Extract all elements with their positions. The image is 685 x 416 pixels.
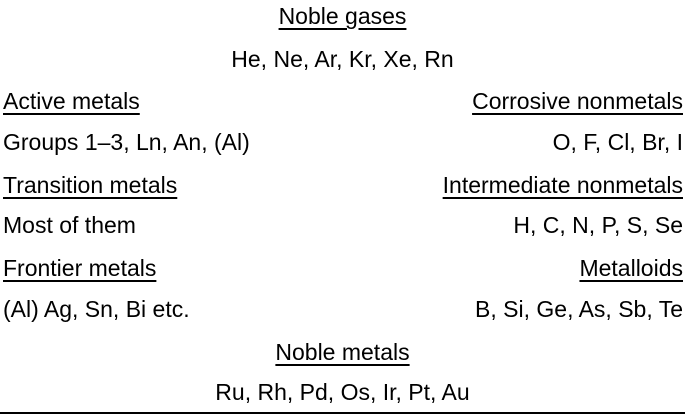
transition-metals-heading: Transition metals (3, 172, 178, 198)
frontier-metals-heading: Frontier metals (3, 255, 157, 281)
active-metals-members: Groups 1–3, Ln, An, (Al) (3, 129, 250, 155)
transition-metals-members: Most of them (3, 212, 136, 238)
noble-gases-members: He, Ne, Ar, Kr, Xe, Rn (231, 46, 454, 72)
corrosive-nonmetals-heading: Corrosive nonmetals (472, 88, 683, 114)
bottom-rule (0, 412, 685, 414)
metalloids-heading: Metalloids (579, 255, 683, 281)
noble-gases-heading: Noble gases (278, 3, 407, 29)
active-metals-heading: Active metals (3, 88, 140, 114)
intermediate-nonmetals-members: H, C, N, P, S, Se (513, 212, 683, 238)
noble-metals-members: Ru, Rh, Pd, Os, Ir, Pt, Au (215, 379, 470, 405)
frontier-metals-members: (Al) Ag, Sn, Bi etc. (3, 296, 190, 322)
intermediate-nonmetals-heading: Intermediate nonmetals (442, 172, 683, 198)
metalloids-members: B, Si, Ge, As, Sb, Te (475, 296, 683, 322)
noble-metals-heading: Noble metals (275, 339, 410, 365)
corrosive-nonmetals-members: O, F, Cl, Br, I (552, 129, 683, 155)
